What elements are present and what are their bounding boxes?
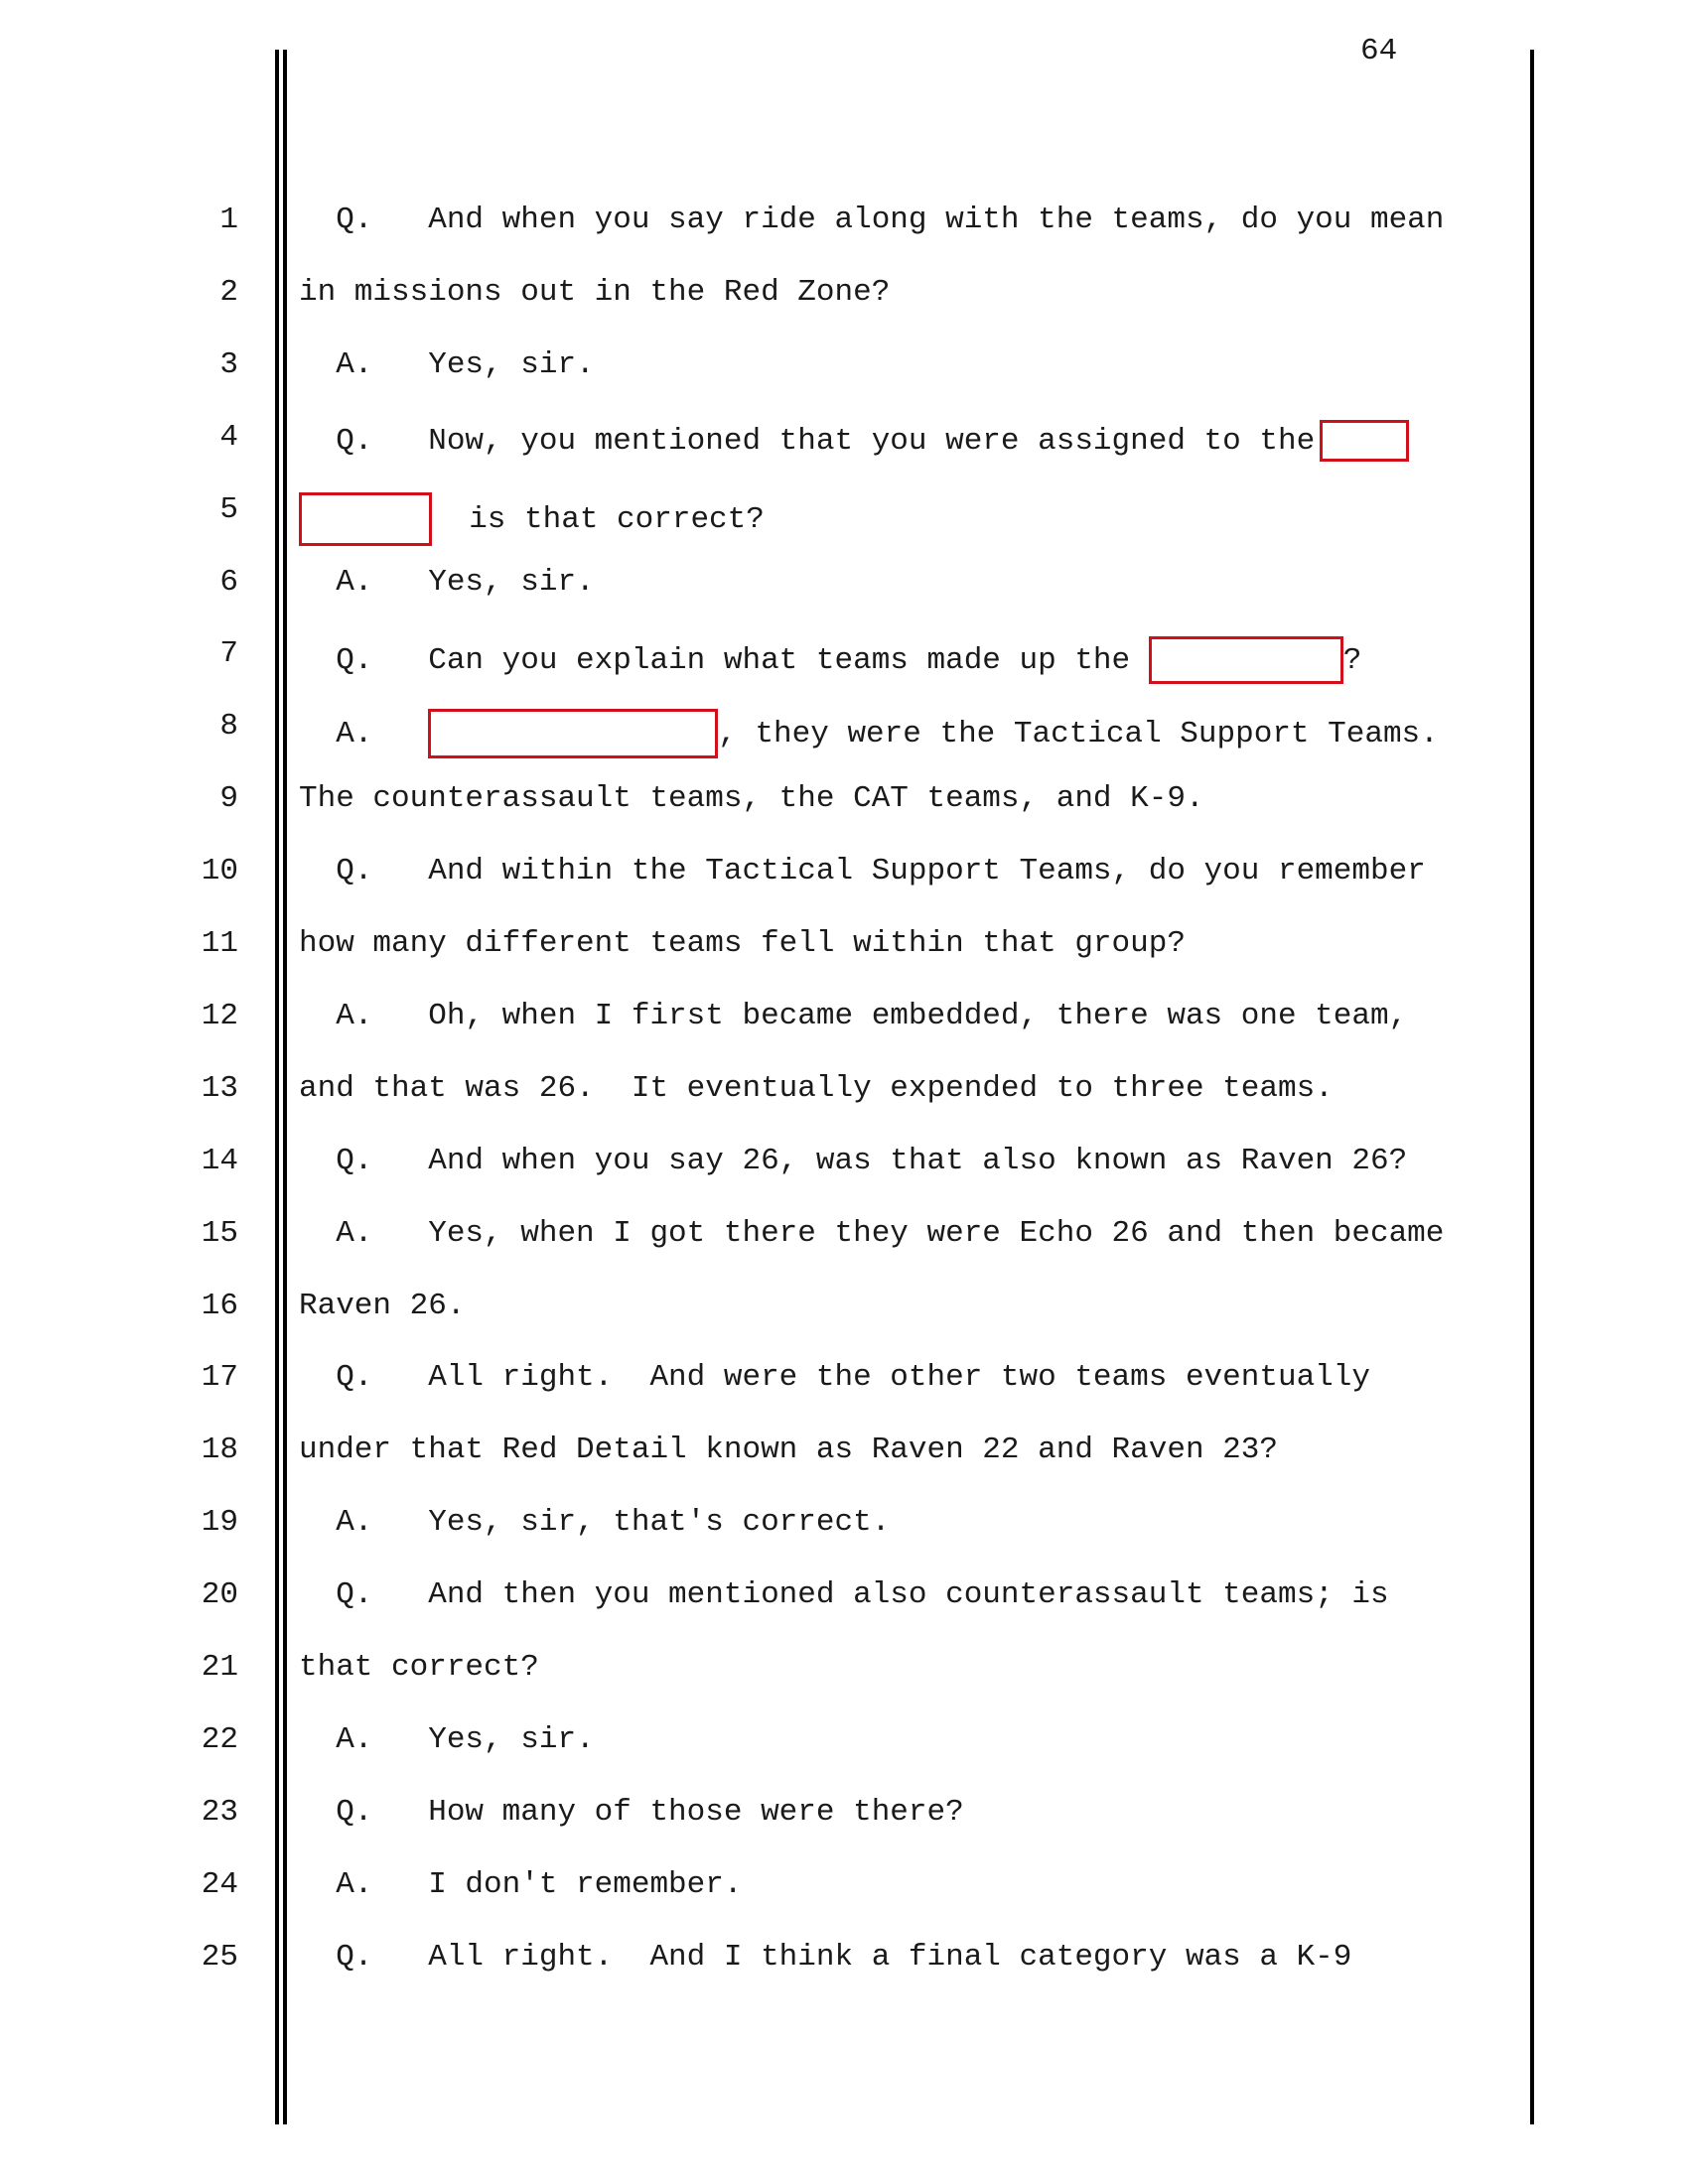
transcript-line: how many different teams fell within tha…: [299, 926, 1186, 961]
line-number: 15: [201, 1215, 238, 1251]
transcript-line: is that correct?: [299, 491, 765, 546]
line-text-segment: Q. All right. And were the other two tea…: [299, 1360, 1370, 1396]
page-number: 64: [1360, 34, 1398, 68]
line-text-segment: A. Oh, when I first became embedded, the…: [299, 998, 1408, 1033]
line-text-segment: in missions out in the Red Zone?: [299, 274, 891, 310]
transcript-line: A. Oh, when I first became embedded, the…: [299, 999, 1407, 1033]
redaction-box: [1319, 419, 1409, 462]
line-text-segment: Q. Can you explain what teams made up th…: [299, 643, 1149, 679]
transcript-line: Q. And when you say ride along with the …: [299, 203, 1444, 237]
line-number: 10: [201, 854, 238, 889]
line-text-segment: Q. And within the Tactical Support Teams…: [299, 854, 1426, 889]
transcript-line: and that was 26. It eventually expended …: [299, 1071, 1334, 1106]
left-margin-rule-outer: [275, 50, 279, 2124]
line-text-segment: Q. How many of those were there?: [299, 1794, 964, 1830]
redaction-box: [428, 709, 719, 759]
line-number: 9: [219, 781, 238, 817]
transcript-line: Q. Can you explain what teams made up th…: [299, 636, 1362, 685]
transcript-line: Q. Now, you mentioned that you were assi…: [299, 419, 1409, 462]
line-text-segment: A. Yes, sir, that's correct.: [299, 1505, 891, 1541]
line-number: 14: [201, 1143, 238, 1178]
line-number: 6: [219, 564, 238, 600]
transcript-line: in missions out in the Red Zone?: [299, 275, 890, 310]
line-text-segment: how many different teams fell within tha…: [299, 926, 1186, 961]
line-text-segment: The counterassault teams, the CAT teams,…: [299, 781, 1204, 817]
line-number: 25: [201, 1939, 238, 1975]
line-number: 7: [219, 636, 238, 672]
line-number: 3: [219, 346, 238, 382]
transcript-line: A. Yes, sir, that's correct.: [299, 1505, 890, 1540]
transcript-line: A. Yes, when I got there they were Echo …: [299, 1216, 1444, 1251]
line-number: 16: [201, 1288, 238, 1323]
line-number: 21: [201, 1650, 238, 1685]
transcript-line: A. Yes, sir.: [299, 346, 595, 382]
line-text-segment: under that Red Detail known as Raven 22 …: [299, 1433, 1278, 1468]
line-text-segment: Raven 26.: [299, 1288, 466, 1323]
line-number: 24: [201, 1866, 238, 1902]
line-text-segment: Q. And then you mentioned also counteras…: [299, 1577, 1389, 1613]
left-margin-rule-inner: [283, 50, 287, 2124]
line-number: 12: [201, 998, 238, 1033]
line-text-segment: A. Yes, when I got there they were Echo …: [299, 1215, 1445, 1251]
redaction-box: [1148, 636, 1343, 685]
line-number: 20: [201, 1577, 238, 1613]
line-number: 13: [201, 1070, 238, 1106]
line-number: 22: [201, 1721, 238, 1757]
transcript-line: Q. All right. And I think a final catego…: [299, 1940, 1351, 1975]
line-text-segment: and that was 26. It eventually expended …: [299, 1070, 1334, 1106]
line-number: 4: [219, 419, 238, 455]
transcript-line: Raven 26.: [299, 1289, 465, 1323]
line-text-segment: , they were the Tactical Support Teams.: [718, 717, 1439, 752]
right-margin-rule: [1530, 50, 1534, 2124]
line-number: 23: [201, 1794, 238, 1830]
transcript-line: The counterassault teams, the CAT teams,…: [299, 781, 1204, 816]
line-text-segment: A.: [299, 717, 429, 752]
line-text-segment: Q. And when you say 26, was that also kn…: [299, 1143, 1408, 1178]
transcript-line: that correct?: [299, 1650, 539, 1685]
line-text-segment: Q. Now, you mentioned that you were assi…: [299, 423, 1334, 459]
transcript-line: Q. And then you mentioned also counteras…: [299, 1577, 1389, 1613]
transcript-line: Q. And within the Tactical Support Teams…: [299, 854, 1426, 888]
line-text-segment: Q. All right. And I think a final catego…: [299, 1939, 1352, 1975]
line-text-segment: is that correct?: [432, 501, 765, 537]
line-number: 1: [219, 203, 238, 237]
line-number: 18: [201, 1433, 238, 1468]
transcript-line: Q. And when you say 26, was that also kn…: [299, 1144, 1407, 1178]
line-number: 2: [219, 274, 238, 310]
line-text-segment: A. Yes, sir.: [299, 564, 595, 600]
line-number: 19: [201, 1505, 238, 1541]
transcript-line: Q. How many of those were there?: [299, 1795, 964, 1830]
line-number: 8: [219, 709, 238, 745]
line-text-segment: Q. And when you say ride along with the …: [299, 203, 1445, 237]
line-number: 11: [201, 926, 238, 961]
line-number: 17: [201, 1360, 238, 1396]
line-text-segment: that correct?: [299, 1650, 539, 1685]
transcript-line: A. Yes, sir.: [299, 564, 595, 600]
transcript-line: Q. All right. And were the other two tea…: [299, 1360, 1370, 1395]
redaction-box: [299, 491, 432, 546]
transcript-line: A. I don't remember.: [299, 1867, 742, 1902]
transcript-line: A. Yes, sir.: [299, 1721, 595, 1757]
transcript-line: A. , they were the Tactical Support Team…: [299, 709, 1439, 759]
line-number: 5: [219, 491, 238, 527]
transcript-line: under that Red Detail known as Raven 22 …: [299, 1433, 1278, 1467]
line-text-segment: A. Yes, sir.: [299, 1721, 595, 1757]
line-text-segment: A. I don't remember.: [299, 1866, 743, 1902]
line-text-segment: ?: [1342, 643, 1362, 679]
line-text-segment: A. Yes, sir.: [299, 346, 595, 382]
